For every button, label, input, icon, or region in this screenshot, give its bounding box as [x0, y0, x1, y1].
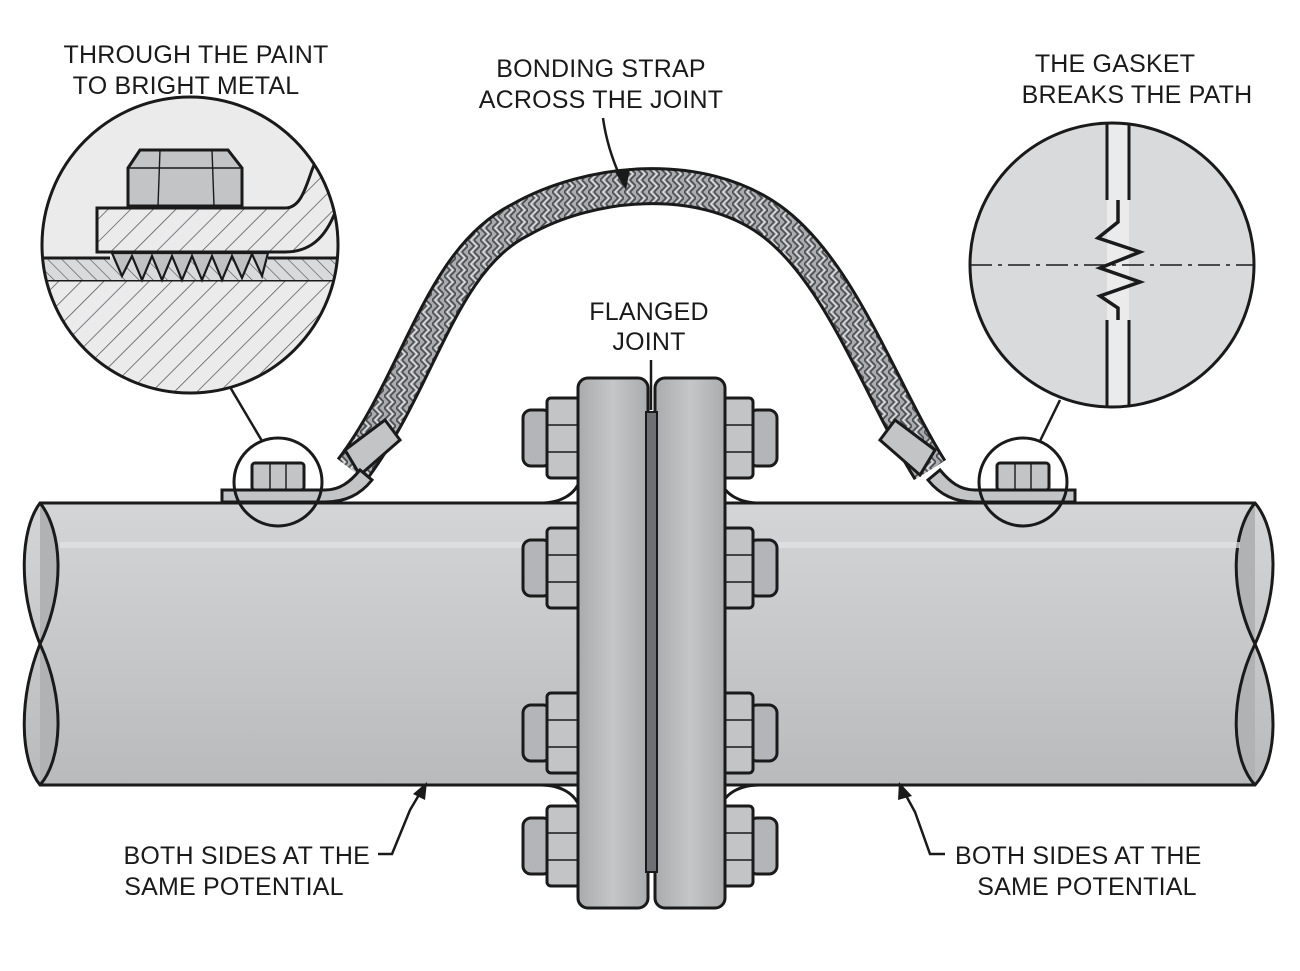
- pipe-right-break: [1234, 502, 1257, 787]
- flange-bolts-left: [521, 396, 583, 888]
- label-strap-line1: BONDING STRAP: [496, 55, 706, 83]
- hex-nut-icon: [717, 526, 779, 610]
- hex-nut-icon: [521, 396, 583, 480]
- flange-left: [576, 376, 650, 910]
- bonding-strap: [220, 167, 1077, 528]
- strap-lug-right: [877, 417, 1077, 504]
- label-left-potential-line2: SAME POTENTIAL: [124, 873, 344, 901]
- pipe-left-section: [22, 501, 582, 787]
- label-right-potential-line2: SAME POTENTIAL: [977, 873, 1197, 901]
- inset-bright-metal: [40, 95, 340, 395]
- hex-bolt-icon: [995, 461, 1051, 492]
- flange-right: [653, 376, 727, 910]
- inset-gasket-break: [968, 121, 1256, 409]
- detail-marker-right: [977, 436, 1069, 528]
- detail-marker-left: [232, 436, 324, 528]
- gasket: [645, 411, 658, 873]
- hex-nut-icon: [717, 691, 779, 775]
- hex-nut-icon: [717, 396, 779, 480]
- spark-zigzag-icon: [1094, 200, 1146, 320]
- label-gasket-line1: THE GASKET: [1035, 50, 1195, 78]
- flanged-joint: [521, 360, 779, 910]
- strap-lug-left: [220, 417, 403, 504]
- hex-nut-icon: [521, 526, 583, 610]
- label-flanged-line1: FLANGED: [589, 298, 708, 326]
- hex-bolt-icon: [126, 148, 244, 208]
- pipe: [22, 479, 1275, 809]
- pipe-left-break: [38, 502, 60, 786]
- label-flanged-line2: JOINT: [612, 328, 685, 356]
- labels: THROUGH THE PAINT TO BRIGHT METAL BONDIN…: [64, 41, 1253, 901]
- label-strap-line2: ACROSS THE JOINT: [479, 86, 723, 114]
- label-gasket-line2: BREAKS THE PATH: [1022, 81, 1253, 109]
- label-left-potential-line1: BOTH SIDES AT THE: [123, 842, 370, 870]
- leader-lines: [378, 117, 945, 856]
- label-paint-line2: TO BRIGHT METAL: [73, 72, 300, 100]
- hex-nut-icon: [521, 691, 583, 775]
- label-right-potential-line1: BOTH SIDES AT THE: [955, 842, 1202, 870]
- hex-bolt-icon: [250, 461, 306, 492]
- star-washer-icon: [110, 251, 270, 283]
- label-paint-line1: THROUGH THE PAINT: [64, 41, 329, 69]
- hex-nut-icon: [521, 804, 583, 888]
- flange-bolts-right: [717, 396, 779, 888]
- hex-nut-icon: [717, 804, 779, 888]
